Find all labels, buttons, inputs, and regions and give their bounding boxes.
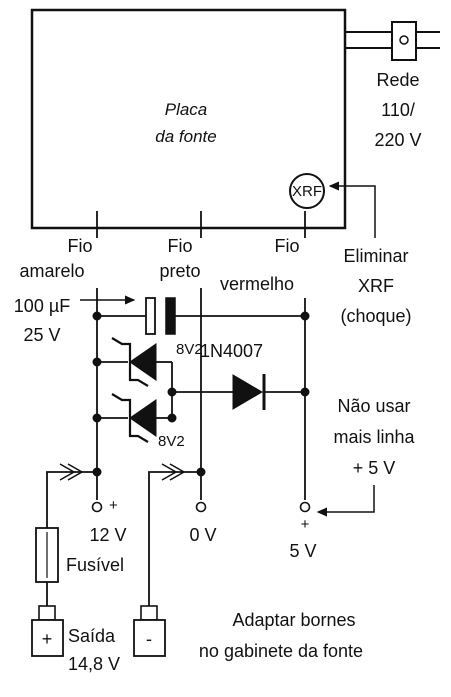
mains-label-line1: Rede — [376, 70, 419, 90]
warning-arrow — [318, 485, 375, 512]
output-plus-terminal — [31, 619, 64, 657]
output-label-line1: Saída — [68, 626, 116, 646]
terminal-0v-label: 0 V — [189, 525, 216, 545]
warning-line2: mais linha — [333, 427, 415, 447]
zener-bottom-label: 8V2 — [158, 433, 185, 450]
adapt-note-line1: Adaptar bornes — [232, 610, 355, 630]
zener-top-label: 8V2 — [176, 341, 203, 358]
xrf-badge — [289, 173, 325, 209]
zener-bottom-bar — [111, 393, 149, 443]
terminal-12v — [91, 501, 103, 513]
zener-top-body — [129, 343, 157, 381]
board-label-line1: Placa — [165, 100, 208, 119]
power-supply-board — [30, 8, 347, 230]
fuse-label: Fusível — [66, 555, 124, 575]
mains-label-line2: 110/ — [381, 100, 415, 120]
xrf-note-line2: XRF — [358, 276, 394, 296]
crimp-icon — [161, 463, 178, 481]
wire-red-label-line2: vermelho — [220, 274, 294, 294]
output-minus-sign: - — [146, 629, 152, 649]
xrf-note-line1: Eliminar — [343, 246, 408, 266]
crimp-icon — [169, 463, 186, 481]
terminal-5v-sign: + — [301, 516, 310, 533]
xrf-arrow — [330, 186, 376, 238]
terminal-5v-label: 5 V — [289, 541, 316, 561]
junction-dot — [300, 311, 310, 321]
wire-red-label-line1: Fio — [274, 236, 299, 256]
wire-yellow-label-line2: amarelo — [19, 261, 84, 281]
warning-line1: Não usar — [337, 396, 410, 416]
capacitor-plate-positive — [145, 297, 156, 335]
board-label-line2: da fonte — [155, 127, 216, 146]
terminal-5v — [299, 501, 311, 513]
crimp-icon — [59, 463, 76, 481]
diode-label: 1N4007 — [200, 341, 263, 361]
output-plus-sign: + — [42, 629, 53, 649]
capacitor-plate-negative — [165, 297, 176, 335]
output-plus-tab — [38, 605, 56, 621]
terminal-12v-label: 12 V — [89, 525, 126, 545]
mains-label-line3: 220 V — [374, 130, 421, 150]
junction-dot — [300, 387, 310, 397]
positive-output-wire — [46, 471, 97, 528]
junction-dot — [92, 311, 102, 321]
warning-line3: + 5 V — [353, 458, 396, 478]
output-minus-tab — [140, 605, 158, 621]
wire-yellow-label-line1: Fio — [67, 236, 92, 256]
xrf-note-line3: (choque) — [340, 306, 411, 326]
terminal-0v — [195, 501, 207, 513]
xrf-badge-text: XRF — [292, 183, 322, 200]
capacitor-voltage: 25 V — [23, 325, 60, 345]
terminal-12v-sign: + — [109, 497, 118, 514]
wire-black-label-line1: Fio — [167, 236, 192, 256]
plug-pin-icon — [399, 35, 409, 45]
junction-dot — [167, 387, 177, 397]
junction-dot — [92, 413, 102, 423]
output-minus-terminal — [133, 619, 166, 657]
zener-bottom-body — [129, 399, 157, 437]
capacitor-value: 100 µF — [14, 296, 70, 316]
zener-top-bar — [111, 337, 149, 387]
adapt-note-line2: no gabinete da fonte — [199, 641, 363, 661]
wire-black-label-line2: preto — [159, 261, 200, 281]
junction-dot — [167, 413, 177, 423]
mains-plug — [391, 21, 417, 61]
diode-body — [232, 374, 263, 410]
crimp-icon — [67, 463, 84, 481]
junction-dot — [92, 357, 102, 367]
output-label-line2: 14,8 V — [68, 654, 120, 674]
